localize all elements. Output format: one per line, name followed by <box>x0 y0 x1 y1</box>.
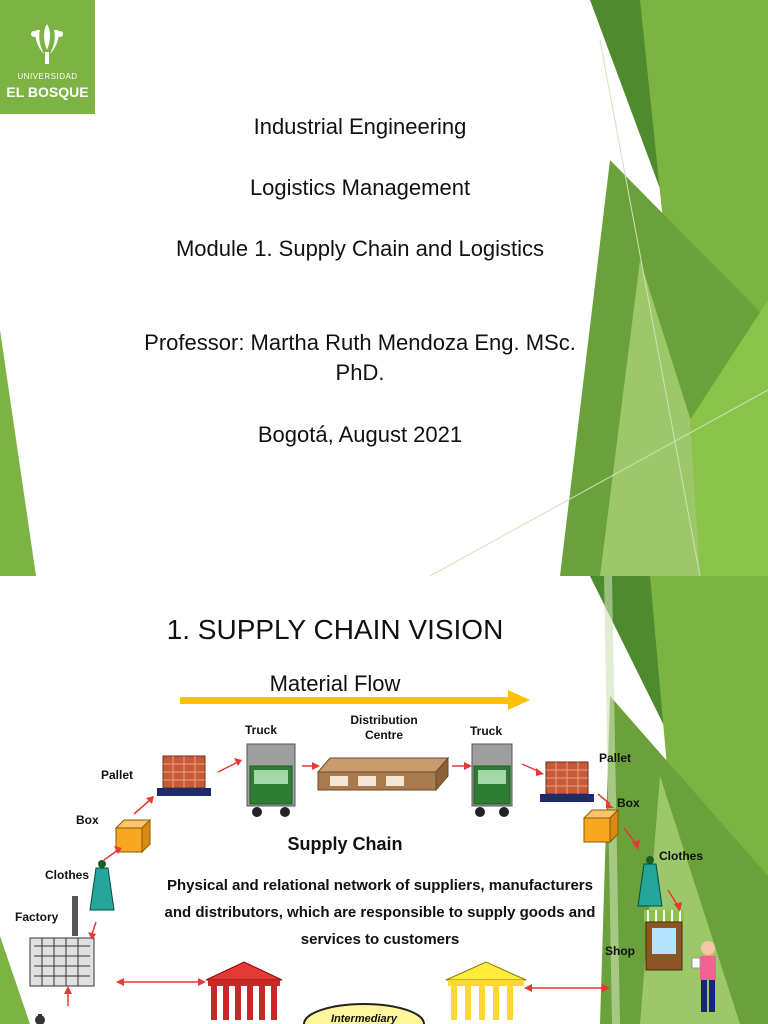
label-shop: Shop <box>605 944 635 958</box>
shop-icon <box>644 910 684 971</box>
program-title: Industrial Engineering <box>253 114 467 139</box>
label-box-right: Box <box>617 796 640 810</box>
box-right-icon <box>582 808 620 844</box>
material-flow-arrow <box>180 690 530 710</box>
supply-chain-slide: 1. SUPPLY CHAIN VISION Material Flow <box>0 576 768 1024</box>
flow-arrows <box>67 761 679 1006</box>
slide-title: 1. SUPPLY CHAIN VISION <box>166 614 504 645</box>
clothes-right-icon <box>637 856 663 907</box>
definition-line: Physical and relational network of suppl… <box>167 877 593 894</box>
factory-icon <box>29 896 95 987</box>
truck-right-icon <box>471 743 513 817</box>
distribution-centre-icon <box>316 756 450 792</box>
title-slide: UNIVERSIDAD EL BOSQUE Industrial Enginee… <box>0 0 768 576</box>
university-logo: UNIVERSIDAD EL BOSQUE <box>0 0 95 114</box>
logo-emblem-icon <box>31 24 63 64</box>
professor-line: Professor: Martha Ruth Mendoza Eng. MSc. <box>144 330 576 355</box>
definition-line: services to customers <box>300 931 460 948</box>
module-title: Module 1. Supply Chain and Logistics <box>175 236 545 261</box>
label-clothes-left: Clothes <box>45 868 90 882</box>
material-flow-label: Material Flow <box>269 671 401 696</box>
yellow-building-icon <box>445 961 527 1020</box>
logo-name: EL BOSQUE <box>6 84 89 100</box>
label-centre: Centre <box>364 728 403 742</box>
supply-chain-heading: Supply Chain <box>287 834 403 854</box>
date-line: Bogotá, August 2021 <box>257 422 463 447</box>
supply-chain-diagram <box>29 690 716 1024</box>
box-left-icon <box>114 818 152 854</box>
label-clothes-right: Clothes <box>659 849 704 863</box>
supplier-small-icon <box>35 1014 45 1024</box>
label-distribution: Distribution <box>350 713 418 727</box>
definition-line: and distributors, which are responsible … <box>164 904 596 921</box>
pallet-left-icon <box>157 755 211 796</box>
flow-arrowheads <box>64 758 682 994</box>
label-factory: Factory <box>15 910 59 924</box>
truck-left-icon <box>246 743 296 817</box>
professor-degree: PhD. <box>335 360 385 385</box>
supply-chain-definition: Physical and relational network of suppl… <box>135 872 625 953</box>
label-pallet-right: Pallet <box>599 751 632 765</box>
logo-subtitle: UNIVERSIDAD <box>17 72 78 81</box>
green-triangle-decoration <box>0 0 768 576</box>
clothes-left-icon <box>89 860 115 911</box>
label-truck-right: Truck <box>469 724 502 738</box>
label-truck-left: Truck <box>244 723 277 737</box>
label-box-left: Box <box>76 813 99 827</box>
red-building-icon <box>205 961 283 1020</box>
pallet-right-icon <box>540 761 594 802</box>
intermediary-ellipse <box>303 1003 425 1024</box>
label-intermediary: Intermediary <box>330 1013 398 1024</box>
course-title: Logistics Management <box>249 175 471 200</box>
label-pallet-left: Pallet <box>101 768 134 782</box>
customer-person-icon <box>691 941 716 1012</box>
